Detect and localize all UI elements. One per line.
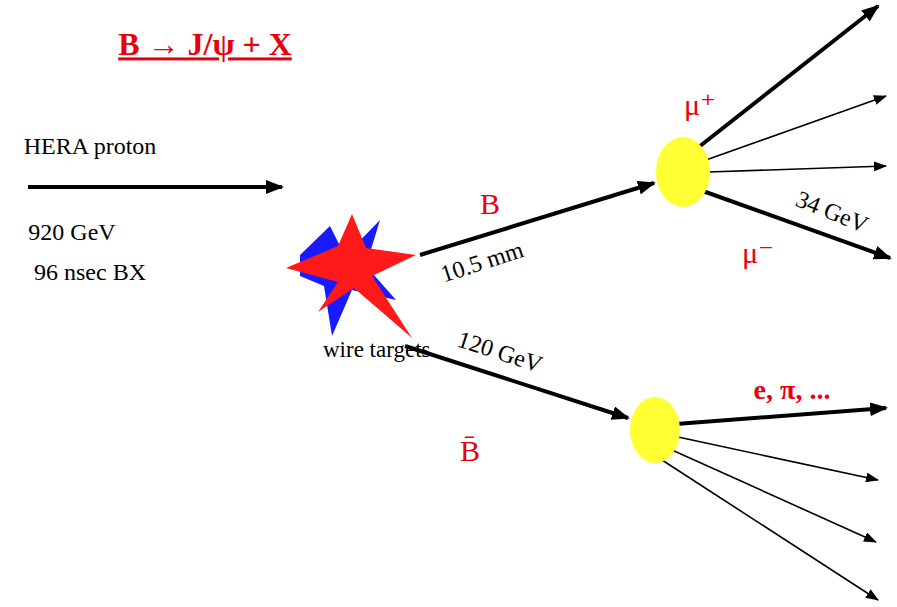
decay-vertex <box>630 397 680 463</box>
decay-track <box>678 437 878 480</box>
particle-energy: 120 GeV <box>454 326 545 378</box>
beam-name: HERA proton <box>24 133 157 159</box>
decay-track <box>672 450 876 542</box>
wire-target-shape <box>286 214 416 338</box>
decay-vertex <box>656 137 710 207</box>
lepton-track <box>676 408 886 424</box>
b-meson-track <box>420 183 654 255</box>
particle-name: e, π, ... <box>754 375 831 406</box>
decay-track <box>706 96 886 160</box>
decay-track <box>708 166 886 172</box>
particle-name: μ⁺ <box>684 88 716 121</box>
diagram-title: B → J/ψ + X <box>118 27 292 62</box>
proton-beam-arrow <box>28 185 282 189</box>
target-node: wire targets <box>280 212 438 368</box>
decay-track <box>662 460 878 600</box>
beam-energy: 920 GeV <box>28 219 115 245</box>
particle-name: μ⁻ <box>742 236 774 269</box>
muon-plus-track <box>695 6 878 150</box>
bunch-crossing: 96 nsec BX <box>34 259 146 285</box>
particle-energy: 34 GeV <box>792 186 872 239</box>
particle-name: B <box>480 187 500 220</box>
target-label: wire targets <box>323 337 431 362</box>
particle-name: B̄ <box>460 434 480 467</box>
